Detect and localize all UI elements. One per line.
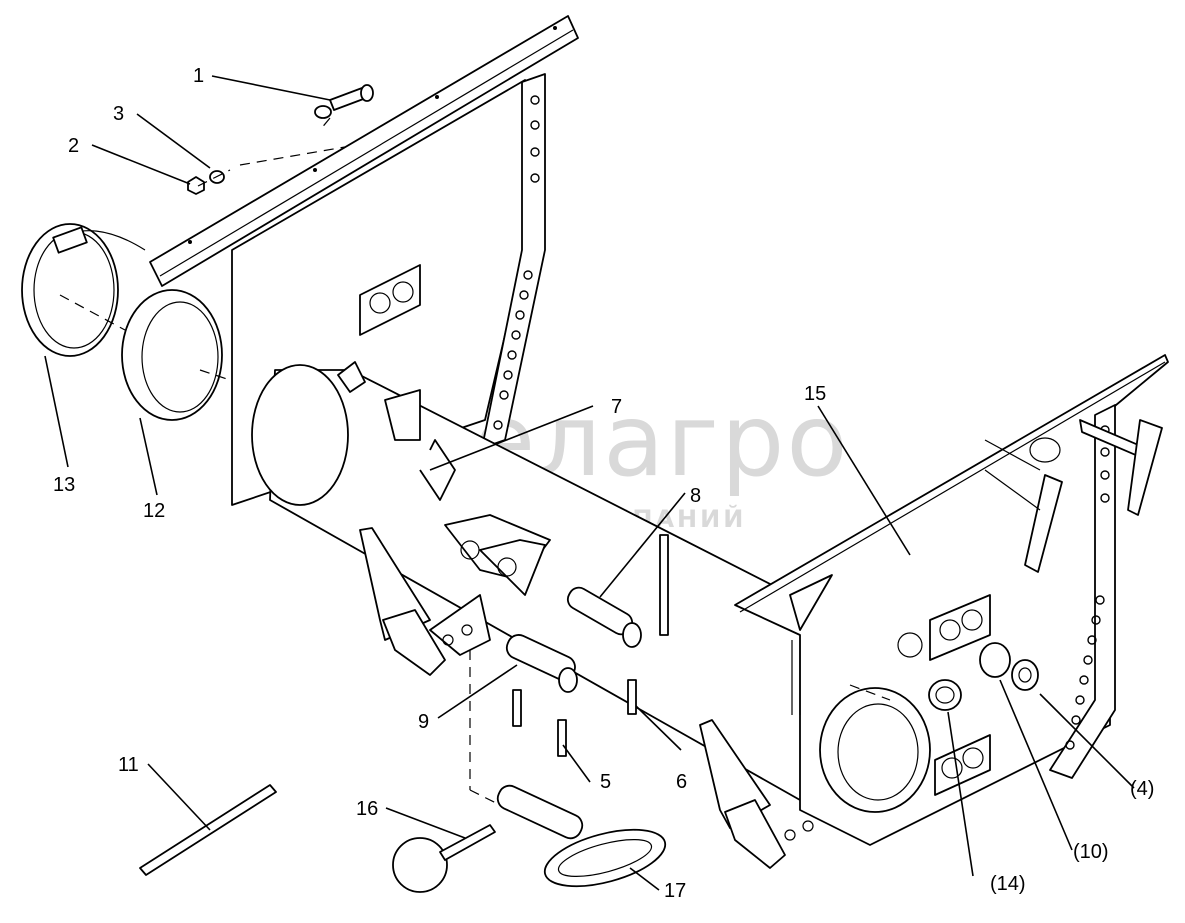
left-foot <box>382 609 446 676</box>
part-6-rod-upper <box>659 534 669 636</box>
part-11-rod <box>139 784 277 876</box>
left-lug <box>384 389 421 441</box>
callout-14: (14) <box>990 873 1026 895</box>
left-foot-plate <box>429 594 491 656</box>
part-7-clip <box>419 439 456 501</box>
right-hanger-2 <box>1024 474 1063 573</box>
part-4-washer <box>1011 659 1039 691</box>
callout-8: 8 <box>690 485 701 507</box>
part-14-bushing <box>928 679 962 711</box>
callout-2: 2 <box>68 135 79 157</box>
callout-3: 3 <box>113 103 124 125</box>
assembly-lines <box>59 117 891 806</box>
right-foot <box>724 799 786 869</box>
callout-4: (4) <box>1130 778 1154 800</box>
callout-16: 16 <box>356 798 378 820</box>
beam-end-right <box>819 687 931 813</box>
callouts: 1 2 3 (4) 5 6 7 8 9 (10) 11 12 13 (14) 1… <box>53 65 1154 902</box>
callout-9: 9 <box>418 711 429 733</box>
part-16-pin <box>439 824 496 861</box>
part-6-rod <box>627 679 637 715</box>
frame-assembly <box>149 15 1169 869</box>
leader-lines <box>44 75 1135 891</box>
callout-10: (10) <box>1073 841 1109 863</box>
callout-15: 15 <box>804 383 826 405</box>
part-5-rollpin-a <box>512 689 522 727</box>
clevis-bracket-lower <box>479 539 546 596</box>
part-16-ring <box>392 837 448 893</box>
callout-12: 12 <box>143 500 165 522</box>
part-12-sleeve <box>121 289 223 421</box>
callout-13: 13 <box>53 474 75 496</box>
right-slotted-strap <box>1049 404 1116 779</box>
callout-5: 5 <box>600 771 611 793</box>
callout-17: 17 <box>664 880 686 902</box>
loose-parts <box>21 84 1039 893</box>
callout-1: 1 <box>193 65 204 87</box>
callout-11: 11 <box>118 754 139 776</box>
callout-6: 6 <box>676 771 687 793</box>
part-17-pin <box>496 784 584 840</box>
callout-7: 7 <box>611 396 622 418</box>
beam-end-left <box>251 364 349 506</box>
part-2-nut <box>187 176 205 195</box>
part-10-bushing <box>979 642 1011 678</box>
side-bracket <box>789 574 833 631</box>
beam-stub <box>337 361 366 393</box>
part-5-rollpin-b <box>557 719 567 757</box>
part-13-clamp <box>21 223 119 357</box>
right-bolt-plate-lower <box>934 734 991 796</box>
right-hanger <box>1127 419 1163 516</box>
